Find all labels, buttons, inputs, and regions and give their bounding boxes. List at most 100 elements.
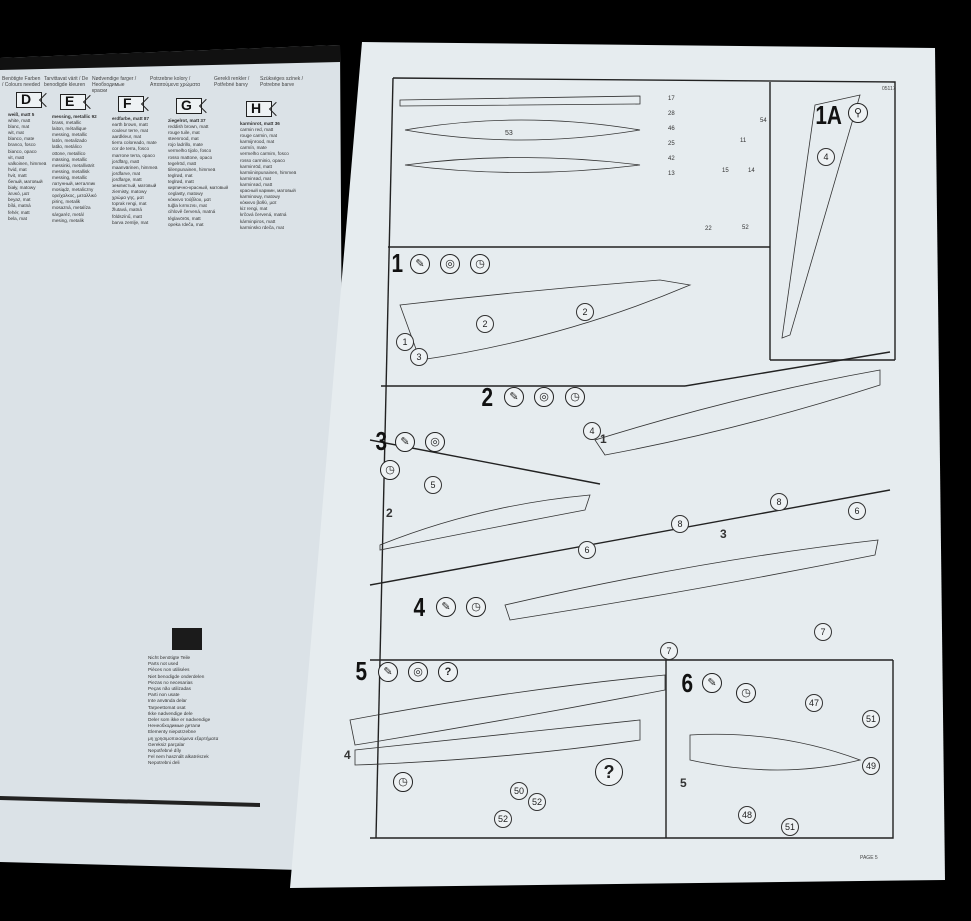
list-item: Niet benodigde onderdelen <box>148 673 205 679</box>
list-item: bílá, matná <box>8 203 31 209</box>
list-item: wit, mat <box>8 130 24 136</box>
list-item: mosazná, metalíza <box>52 205 91 211</box>
callout: 2 <box>576 303 594 321</box>
callout: 50 <box>510 782 528 800</box>
callout: 7 <box>660 642 678 660</box>
clock-icon: ◷ <box>565 387 585 407</box>
list-item: carmín, mate <box>240 145 267 151</box>
part-number: 2 <box>386 506 393 520</box>
callout: 48 <box>738 806 756 824</box>
list-item: ziegelrot, matt 37 <box>168 118 206 123</box>
list-item: karminrot, matt 36 <box>240 121 280 126</box>
list-item: ceglasty, matowy <box>168 191 203 197</box>
callout: 7 <box>814 623 832 641</box>
list-item: weiß, matt 5 <box>8 112 35 117</box>
list-item: tiilenpunainen, himmeä <box>168 166 216 172</box>
list-item: Nepotrebni deli <box>148 760 180 766</box>
part-label: 13 <box>668 171 675 177</box>
list-item: opeka rdeča, mat <box>168 221 204 227</box>
list-item: λευκό, ματ <box>8 191 30 197</box>
tape-icon: ◎ <box>534 387 554 407</box>
list-item: blanc, mat <box>8 124 30 130</box>
list-item: karminsko rdeča, mat <box>240 224 284 230</box>
list-item: rojo ladrillo, mate <box>168 142 203 148</box>
list-item: rosso mattone, opaco <box>168 154 213 160</box>
list-item: toprak rengi, mat <box>112 201 147 207</box>
list-item: Parti non usate <box>148 692 180 698</box>
list-item: latón, metalizado <box>52 138 87 144</box>
list-item: messinki, metallivärit <box>52 162 95 168</box>
list-item: messing, metallic <box>52 132 88 138</box>
list-item: hvid, mat <box>8 166 27 172</box>
callout: 47 <box>805 694 823 712</box>
callout: 4 <box>817 148 835 166</box>
list-item: rosso carminio, opaco <box>240 157 285 163</box>
step-6-number: 6 <box>681 668 694 698</box>
list-item: hvit, matt <box>8 172 27 178</box>
part-label: 15 <box>722 168 729 174</box>
glue-icon: ✎ <box>436 597 456 617</box>
list-item: латунный, металлик <box>52 181 96 187</box>
page-label: PAGE 5 <box>860 855 878 861</box>
list-item: tierra coloreado, mate <box>112 140 157 146</box>
list-item: Peças não utilizadas <box>148 686 191 692</box>
list-item: latão, metálico <box>52 144 82 150</box>
list-item: teglrød, mat <box>168 172 193 178</box>
header-lang: Potrzebne kolory / Απαιτούμενα χρώματα <box>150 76 200 88</box>
color-code-e: E <box>60 94 86 110</box>
list-item: messing, metallisk <box>52 168 90 174</box>
callout: 49 <box>862 757 880 775</box>
list-item: fehér, matt <box>8 209 30 215</box>
header-lang: Tarvittavat värit / De benodigde kleuren <box>44 76 89 88</box>
list-item: κόκκινο τούβλου, ματ <box>168 197 211 203</box>
header-lang: Szükséges színek / Potrebne barve <box>260 76 304 88</box>
color-code-f: F <box>118 96 144 112</box>
list-item: erdfarbe, matt 87 <box>112 116 150 121</box>
callout: 52 <box>528 793 546 811</box>
part-number: 5 <box>680 776 687 790</box>
clock-icon: ◷ <box>736 683 756 703</box>
list-item: karminrød, mat <box>240 175 271 181</box>
callout: 1 <box>396 333 414 351</box>
header-lang: Nødvendige farger / Необходимые краски <box>92 76 137 94</box>
part-number: 1 <box>600 432 607 446</box>
list-item: rouge tuile, mat <box>168 130 200 136</box>
list-item: χρώμα γης, ματ <box>112 195 144 201</box>
list-item: bela, mat <box>8 215 27 221</box>
part-label: 46 <box>668 126 675 132</box>
list-item: Parts not used <box>148 661 179 667</box>
ship-drawings <box>349 94 881 771</box>
glue-icon: ✎ <box>395 432 415 452</box>
list-item: földszínű, matt <box>112 213 142 219</box>
glue-icon: ✎ <box>504 387 524 407</box>
list-item: krčová červená, matná <box>240 212 287 218</box>
header-bar <box>0 45 340 70</box>
list-item: carmin red, matt <box>240 127 274 133</box>
list-item: Fel nem használt alkatrészek <box>148 754 209 760</box>
step-1a-number: 1A <box>815 100 842 130</box>
list-item: aardkleur, mat <box>112 134 142 140</box>
step-1-number: 1 <box>391 248 404 278</box>
glue-icon: ✎ <box>410 254 430 274</box>
list-item: Nicht benötigte Teile <box>148 655 191 660</box>
list-item: cor de terra, fosco <box>112 146 150 152</box>
list-item: Pièces non utilisées <box>148 667 190 673</box>
list-item: mesing, metalik <box>52 217 84 223</box>
list-item: karminowy, matowy <box>240 194 280 200</box>
list-item: Inte använda delar <box>148 698 187 704</box>
list-item: ottone, metallico <box>52 150 86 156</box>
list-item: bianco, opaco <box>8 148 37 154</box>
list-item: ορείχαλκος, μεταλλικό <box>52 193 97 199</box>
clock-icon: ◷ <box>393 772 413 792</box>
parts-tree-side: 17 28 46 25 42 13 <box>668 92 675 182</box>
list-item: Deler som ikke er nødvendige <box>148 717 211 723</box>
tape-icon: ◎ <box>425 432 445 452</box>
list-item: valkoinen, himmeä <box>8 160 47 166</box>
list-item: žlutavá, matná <box>112 207 142 213</box>
list-item: vermelho tijolo, fosco <box>168 148 212 154</box>
callout: 2 <box>476 315 494 333</box>
list-item: κόκκινο βαθύ, ματ <box>240 200 277 206</box>
